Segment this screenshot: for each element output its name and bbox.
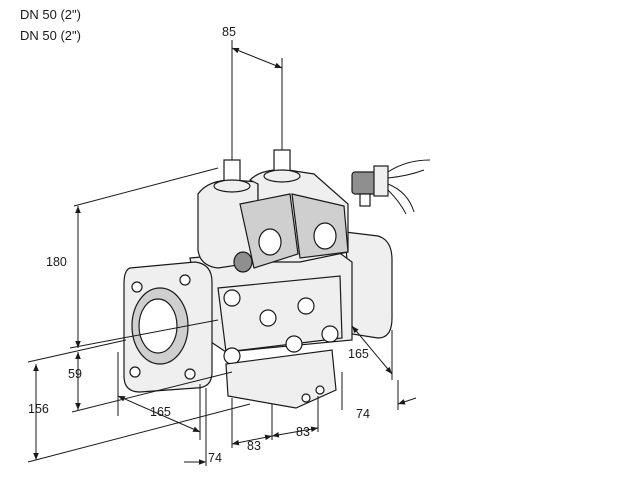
dimension-83-b — [271, 426, 319, 438]
dim-label-165-left: 165 — [150, 405, 171, 419]
electrical-connector — [351, 159, 431, 215]
flange-bolt-hole — [129, 366, 141, 378]
extension-line — [27, 339, 127, 363]
switch-screw — [315, 385, 325, 395]
dimension-83-a — [231, 434, 273, 446]
dim-label-156: 156 — [28, 402, 49, 416]
cover-screw — [313, 222, 337, 250]
dimension-165-right — [351, 325, 393, 375]
dim-label-74-left: 74 — [208, 451, 222, 465]
pressure-switch-block — [225, 349, 337, 409]
dimension-165-left — [117, 395, 201, 433]
extension-line — [27, 403, 251, 463]
connector-housing — [373, 165, 389, 197]
pressure-tap — [223, 347, 241, 365]
flange-bolt-hole — [184, 368, 196, 380]
pressure-tap — [223, 289, 241, 307]
dimension-labels: 85 180 59 156 165 165 74 74 83 83 — [28, 25, 370, 465]
dim-label-180: 180 — [46, 255, 67, 269]
module-plate — [217, 275, 343, 353]
connector-gland — [359, 193, 371, 207]
wire — [387, 183, 415, 213]
flange-bolt-hole — [131, 281, 143, 293]
nominal-size-label: DN 50 (2") — [20, 7, 81, 22]
pressure-tap — [259, 309, 277, 327]
dim-label-165-right: 165 — [348, 347, 369, 361]
dim-label-85: 85 — [222, 25, 236, 39]
switch-screw — [301, 393, 311, 403]
extension-line — [73, 167, 219, 207]
dimension-lines — [27, 40, 417, 466]
dim-label-59: 59 — [68, 367, 82, 381]
spindle-nut — [263, 169, 301, 183]
wire — [387, 169, 425, 179]
dimension-85 — [231, 47, 283, 69]
extension-line — [69, 319, 219, 349]
double-gas-valve-illustration — [123, 149, 431, 409]
spindle-nut — [213, 179, 251, 193]
pressure-tap — [321, 325, 339, 343]
pressure-tap — [285, 335, 303, 353]
nominal-size-label: DN 50 (2") — [20, 28, 81, 43]
dim-label-74-right: 74 — [356, 407, 370, 421]
dim-label-83-b: 83 — [296, 425, 310, 439]
cover-screw — [258, 228, 282, 256]
pressure-tap — [297, 297, 315, 315]
flange-bolt-hole — [179, 274, 191, 286]
dim-label-83-a: 83 — [247, 439, 261, 453]
flange-bore — [138, 298, 178, 354]
cable-gland — [233, 251, 253, 273]
wire — [387, 189, 407, 215]
extension-line — [71, 371, 233, 413]
dimension-74-right — [397, 397, 417, 405]
wire — [387, 159, 431, 173]
